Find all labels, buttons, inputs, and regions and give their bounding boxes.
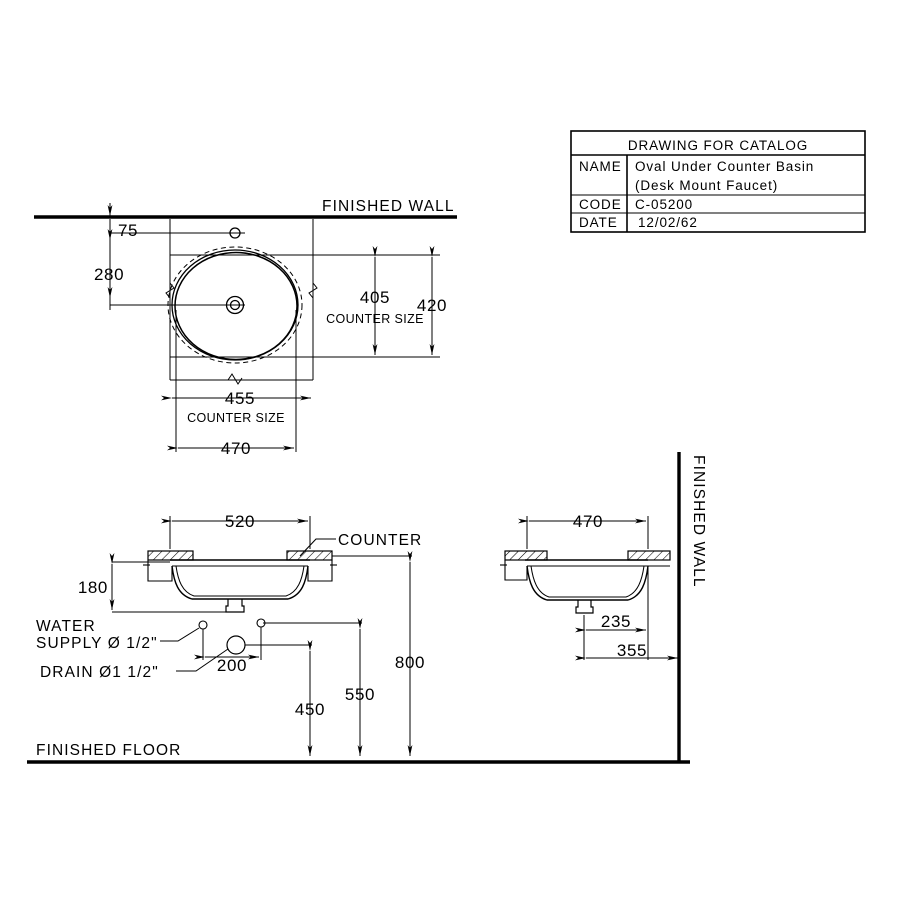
dim-470-side: 470 xyxy=(573,512,603,531)
side-basin-bowl-profile xyxy=(526,565,649,601)
counter-label: COUNTER xyxy=(338,532,422,549)
side-view-wall-label: FINISHED WALL xyxy=(690,455,707,588)
dim-180: 180 xyxy=(78,578,108,597)
faucet-hole-circle xyxy=(229,227,241,239)
finished-floor-label: FINISHED FLOOR xyxy=(36,742,181,759)
drain-inner-circle xyxy=(229,299,241,311)
drain-outer-circle xyxy=(225,295,245,315)
basin-outline-dashed xyxy=(167,246,303,364)
dim-405-note: COUNTER SIZE xyxy=(326,312,424,326)
dim-235: 235 xyxy=(601,612,631,631)
dim-75: 75 xyxy=(118,221,138,240)
basin-bowl-ellipse xyxy=(174,251,298,361)
water-supply-label-line2: SUPPLY Ø 1/2" xyxy=(36,635,158,652)
dim-355: 355 xyxy=(617,641,647,660)
title-block-value-code: C-05200 xyxy=(635,197,693,212)
title-block-header: DRAWING FOR CATALOG xyxy=(628,138,808,153)
title-block-frame xyxy=(570,130,866,233)
water-supply-hole-left xyxy=(198,620,208,630)
drain-label: DRAIN Ø1 1/2" xyxy=(40,664,159,681)
top-view-wall-label: FINISHED WALL xyxy=(322,198,455,215)
title-block-value-date: 12/02/62 xyxy=(638,215,698,230)
drain-pipe-circle xyxy=(226,635,246,655)
drain-outlet xyxy=(225,599,245,613)
title-block-label-code: CODE xyxy=(579,197,622,212)
side-drain-outlet xyxy=(575,600,594,614)
title-block-value-name-2: (Desk Mount Faucet) xyxy=(635,178,778,193)
counter-slab-right xyxy=(286,550,333,561)
front-view-group xyxy=(27,516,690,764)
dim-200: 200 xyxy=(217,656,247,675)
counter-slab-left xyxy=(147,550,194,561)
dim-800: 800 xyxy=(395,653,425,672)
dim-455: 455 xyxy=(225,389,255,408)
title-block-value-name-1: Oval Under Counter Basin xyxy=(635,159,814,174)
title-block-label-name: NAME xyxy=(579,159,622,174)
dim-420: 420 xyxy=(417,296,447,315)
side-counter-slab-right xyxy=(627,550,671,561)
water-supply-label-line1: WATER xyxy=(36,618,96,635)
top-view-group xyxy=(34,203,457,452)
dim-520: 520 xyxy=(225,512,255,531)
dim-450: 450 xyxy=(295,700,325,719)
basin-bowl-profile xyxy=(171,565,309,600)
side-view-group xyxy=(500,452,681,762)
dim-455-note: COUNTER SIZE xyxy=(187,411,285,425)
side-counter-slab-left xyxy=(504,550,548,561)
dim-470: 470 xyxy=(221,439,251,458)
title-block-label-date: DATE xyxy=(579,215,618,230)
dim-280: 280 xyxy=(94,265,124,284)
dim-405: 405 xyxy=(360,288,390,307)
counter-leader xyxy=(299,538,336,557)
dim-550: 550 xyxy=(345,685,375,704)
